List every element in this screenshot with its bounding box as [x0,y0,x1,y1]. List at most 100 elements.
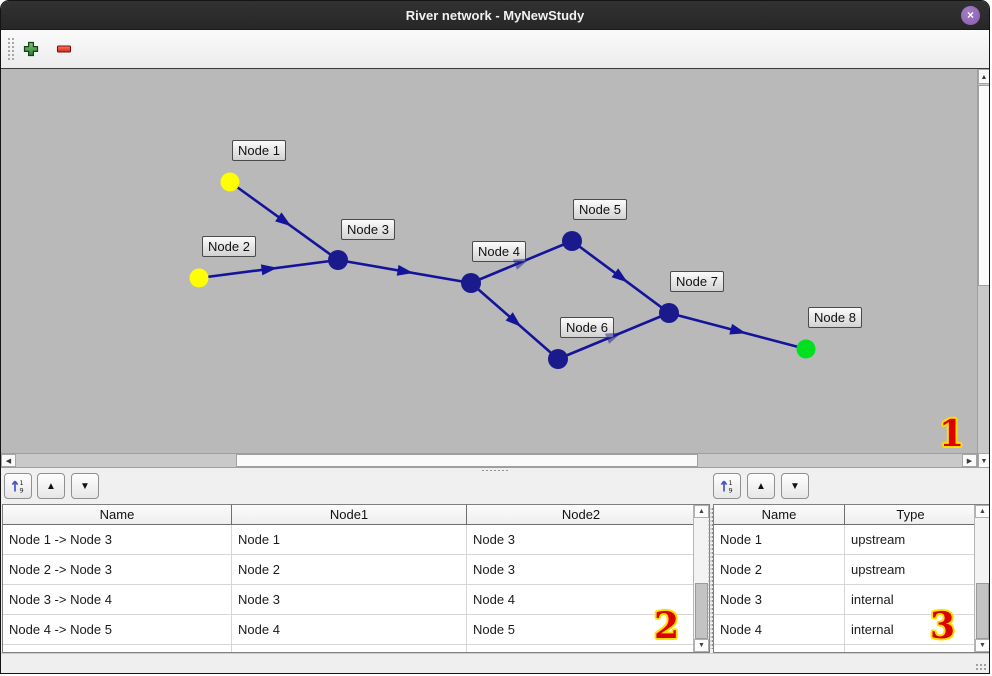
table-cell: internal [851,592,894,607]
river-network-canvas[interactable]: Node 1 Node 2 Node 3 Node 4 Node 5 Node 6 Node… [1,69,977,453]
column-header[interactable]: Name [3,505,232,524]
table-cell: Node 2 -> Node 3 [3,555,232,584]
column-header[interactable]: Type [896,507,925,522]
splitter-handle-icon [481,469,509,472]
node-label[interactable]: Node 5 [573,199,627,220]
network-node[interactable] [328,250,348,270]
node-label[interactable]: Node 3 [341,219,395,240]
sort-ascending-icon: 1 9 [720,479,733,495]
scroll-up-icon[interactable]: ▲ [975,505,989,518]
node-label[interactable]: Node 8 [808,307,862,328]
edge-arrow-icon [611,268,628,283]
up-arrow-icon: ▲ [756,480,766,492]
table-scroll-thumb[interactable] [976,583,989,639]
node-label[interactable]: Node 6 [560,317,614,338]
horizontal-scroll-thumb[interactable] [236,454,698,467]
down-arrow-icon: ▼ [80,480,90,492]
scroll-up-icon[interactable]: ▲ [694,505,709,518]
up-arrow-icon: ▲ [46,480,56,492]
nodes-move-down-button[interactable]: ▼ [781,473,809,499]
network-node[interactable] [461,273,481,293]
table-cell: Node 3 [473,532,515,547]
scroll-down-icon[interactable]: ▼ [978,453,989,468]
edge-arrow-icon [505,312,522,327]
network-node[interactable] [220,172,240,192]
table-cell: Node 4 [473,592,515,607]
sort-ascending-icon: 1 9 [11,479,24,495]
table-row[interactable]: Node 3 internal [714,585,989,615]
table-scroll-thumb[interactable] [695,583,708,639]
network-graph [189,172,816,369]
network-node[interactable] [562,231,582,251]
table-cell: Node 1 -> Node 3 [3,525,232,554]
links-move-down-button[interactable]: ▼ [71,473,99,499]
close-button[interactable]: × [961,6,980,25]
table-cell: Node 5 [473,622,515,637]
scroll-right-icon[interactable]: ▶ [962,454,977,467]
node-labels-layer: Node 1 Node 2 Node 3 Node 4 Node 5 Node 6 Node… [1,69,977,453]
node-label[interactable]: Node 2 [202,236,256,257]
edge-arrow-icon [260,264,278,276]
scroll-up-icon[interactable]: ▲ [978,69,989,84]
statusbar [1,653,989,673]
table-cell: Node 3 -> Node 4 [3,585,232,614]
titlebar[interactable]: River network - MyNewStudy × [1,1,989,30]
canvas-vertical-scrollbar[interactable]: ▲ ▼ [977,69,989,468]
svg-text:9: 9 [20,487,24,495]
node-label[interactable]: Node 4 [472,241,526,262]
network-node[interactable] [189,268,209,288]
scroll-down-icon[interactable]: ▼ [975,639,989,652]
column-header[interactable]: Node1 [232,505,467,524]
network-node[interactable] [659,303,679,323]
links-move-up-button[interactable]: ▲ [37,473,65,499]
node-label[interactable]: Node 7 [670,271,724,292]
table-cell [845,645,976,652]
toolbar-drag-handle[interactable] [7,37,14,61]
table-row[interactable] [714,645,989,652]
table-row[interactable] [3,645,709,652]
canvas-horizontal-scrollbar[interactable]: ◀ ▶ [1,453,977,468]
resize-grip-icon[interactable] [975,663,986,672]
vertical-scroll-thumb[interactable] [978,85,989,286]
nodes-move-up-button[interactable]: ▲ [747,473,775,499]
svg-text:1: 1 [729,479,733,487]
add-node-button[interactable] [17,35,45,63]
svg-text:9: 9 [729,487,733,495]
nodes-sort-button[interactable]: 1 9 [713,473,741,499]
network-node[interactable] [548,349,568,369]
table-cell: upstream [851,532,906,547]
scroll-left-icon[interactable]: ◀ [1,454,16,467]
table-cell: Node 3 [714,585,845,614]
svg-text:1: 1 [20,479,24,487]
horizontal-splitter[interactable] [1,468,989,473]
table-cell: Node 3 [473,562,515,577]
tables-splitter-handle[interactable] [708,507,713,649]
table-vertical-scrollbar[interactable]: ▲▼ [974,505,989,652]
remove-node-button[interactable] [50,35,78,63]
table-vertical-scrollbar[interactable]: ▲▼ [693,505,709,652]
node-label[interactable]: Node 1 [232,140,286,161]
column-header[interactable]: Node2 [561,507,601,522]
scroll-down-icon[interactable]: ▼ [694,639,709,652]
network-node[interactable] [796,339,816,359]
table-cell: upstream [851,562,906,577]
table-cell [714,645,845,652]
edge-arrow-icon [396,264,414,276]
window-title: River network - MyNewStudy [405,8,585,23]
column-header[interactable]: Name [714,505,845,524]
links-sort-button[interactable]: 1 9 [4,473,32,499]
table-cell: Node 2 [232,555,467,584]
table-cell: internal [851,622,894,637]
table-cell: Node 4 -> Node 5 [3,615,232,644]
table-cell: Node 4 [232,615,467,644]
